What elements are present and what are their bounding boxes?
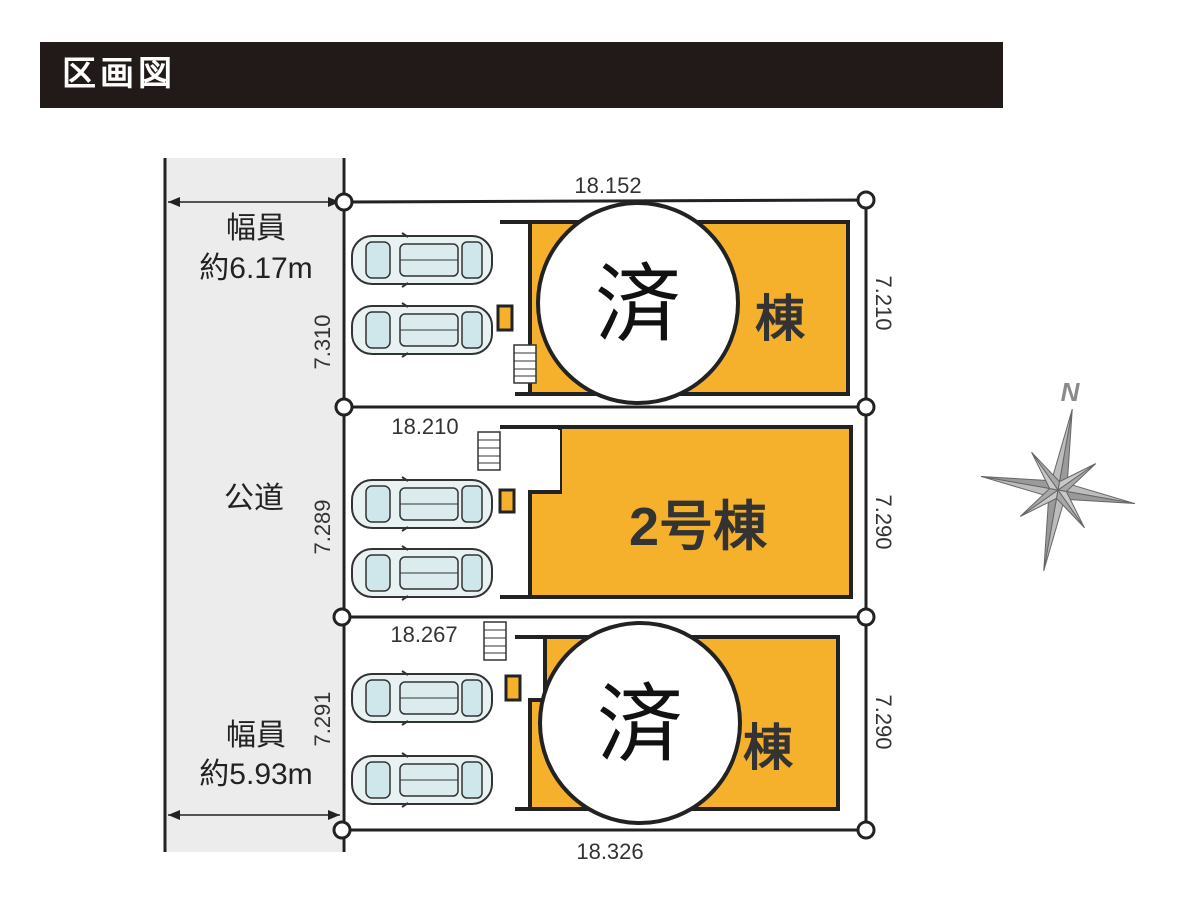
- road-width-bottom-label: 幅員: [226, 719, 286, 752]
- lot-1-top-length: 18.152: [574, 173, 641, 198]
- road-width-bottom-value: 約5.93m: [199, 758, 312, 791]
- parking-car: [351, 476, 493, 532]
- road-width-arrow-bottom: [168, 810, 340, 820]
- sold-stamp-lot-3: 済: [538, 621, 742, 825]
- entrance-stairs: [483, 621, 507, 661]
- lot-2-left-length: 7.289: [310, 499, 335, 554]
- parking-car: [351, 752, 493, 808]
- compass-icon: [981, 409, 1135, 571]
- sold-stamp-lot-1: 済: [536, 201, 740, 405]
- parking-car: [351, 545, 493, 601]
- boundary-markers: [332, 190, 876, 840]
- road-area: [165, 158, 342, 852]
- road-width-top-value: 約6.17m: [199, 252, 312, 285]
- parking-car: [351, 670, 493, 726]
- entrance-stairs: [513, 344, 537, 384]
- lot-1-right-length: 7.210: [871, 275, 896, 330]
- road-name: 公道: [224, 482, 284, 515]
- header-bar: [40, 42, 1003, 108]
- svg-text:済: 済: [597, 677, 683, 773]
- page-title: 区画図: [62, 54, 176, 94]
- lot-3-left-length: 7.291: [310, 691, 335, 746]
- lot-3-top-length: 18.267: [390, 622, 457, 647]
- parking-car: [351, 302, 493, 358]
- road-width-top-label: 幅員: [226, 212, 286, 245]
- road-width-arrow-top: [168, 197, 340, 207]
- svg-text:済: 済: [595, 257, 681, 353]
- building-label-1: 棟: [755, 291, 806, 347]
- compass-north-label: N: [1061, 377, 1081, 407]
- entrance-stairs: [477, 431, 501, 471]
- lot-2-right-length: 7.290: [871, 494, 896, 549]
- lot-boundaries: [342, 198, 868, 832]
- building-label-2: 2号棟: [629, 497, 768, 557]
- building-lot-2: [498, 425, 853, 599]
- lot-1-left-length: 7.310: [310, 314, 335, 369]
- lot-3-right-length: 7.290: [871, 694, 896, 749]
- building-label-3: 棟: [743, 720, 794, 776]
- parking-car: [351, 232, 493, 288]
- lot-3-bottom-length: 18.326: [576, 839, 643, 864]
- lot-2-top-length: 18.210: [391, 414, 458, 439]
